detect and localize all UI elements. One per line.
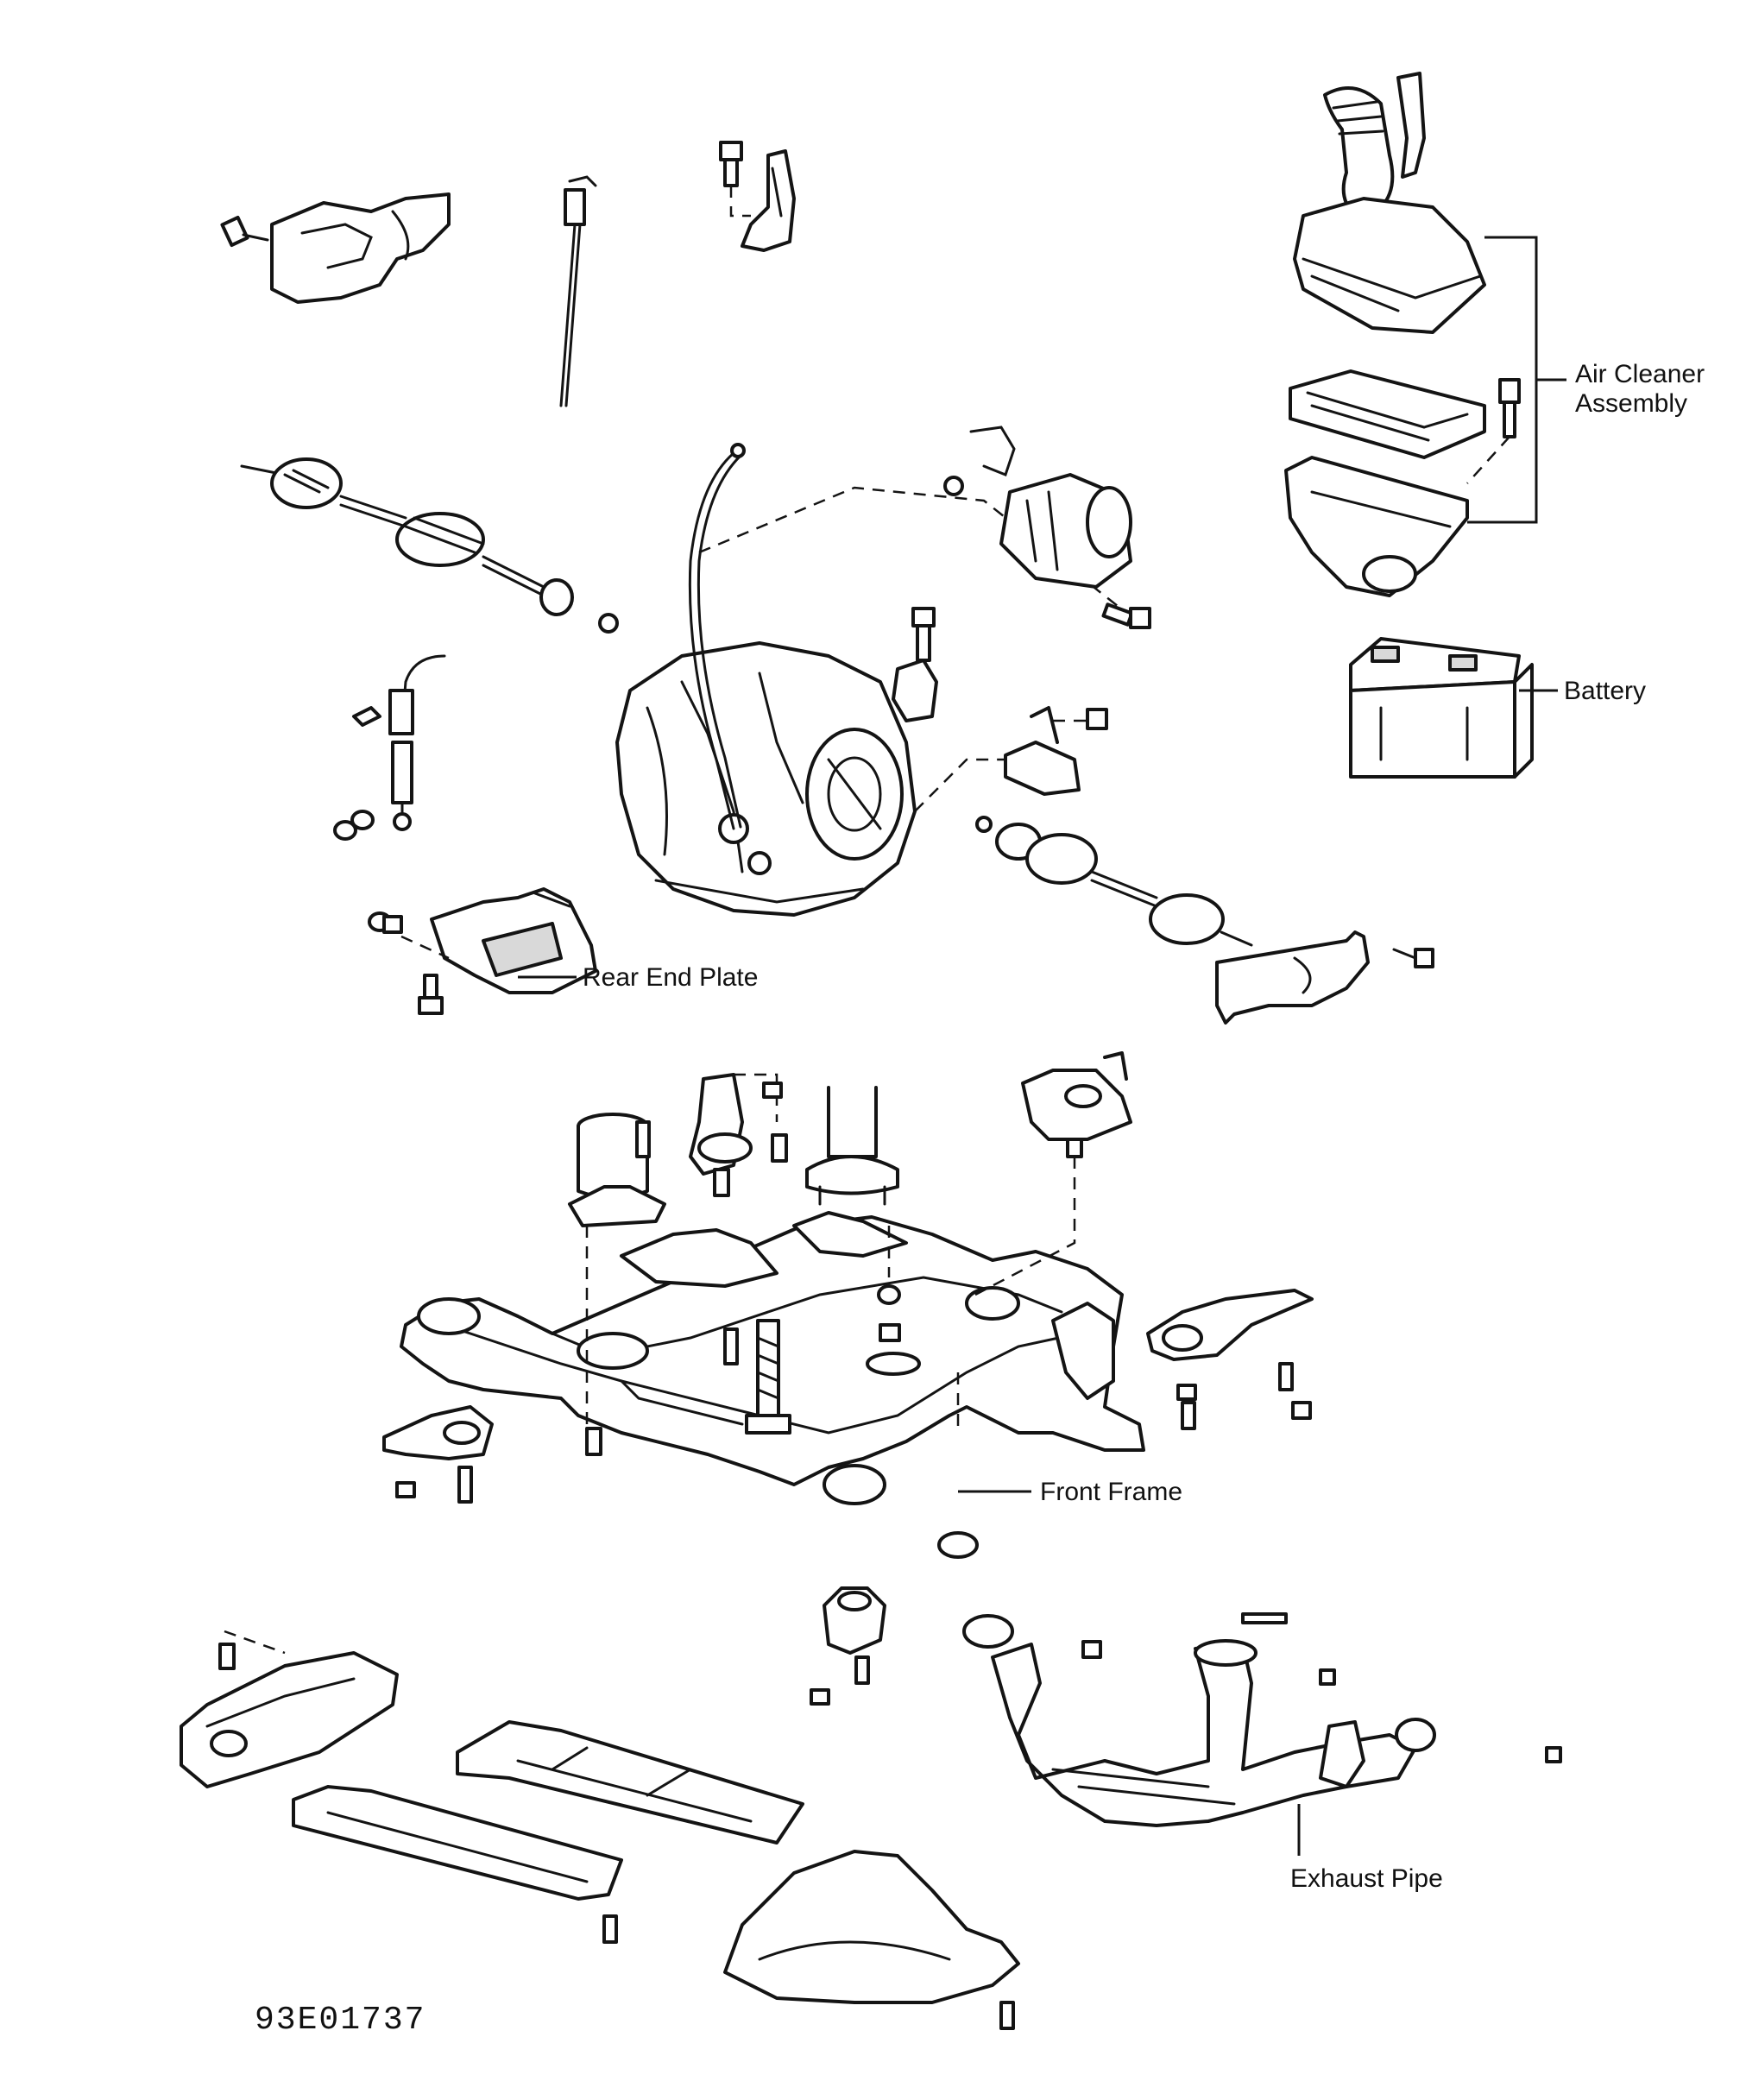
engine-mount-right (1021, 1051, 1132, 1158)
exhaust-pipe-label: Exhaust Pipe (1290, 1864, 1443, 1893)
battery-label: Battery (1564, 677, 1646, 705)
battery (1349, 637, 1534, 779)
mount-to-transaxle-guide (914, 758, 1010, 812)
rear-end-plate-bolts (368, 911, 450, 1015)
starter-bolt (1101, 602, 1151, 629)
air-cleaner-bracket-line (1467, 236, 1566, 524)
cover-plate-bolt (220, 215, 269, 248)
air-cleaner-element (1289, 369, 1486, 459)
right-side-cover-plate (1215, 930, 1370, 1025)
right-cover-bolt (1392, 948, 1434, 968)
transaxle-assembly (615, 641, 917, 917)
right-drive-shaft (975, 816, 1253, 947)
dipstick (559, 175, 597, 407)
engine-bracket-top (741, 149, 796, 252)
air-cleaner-bolt (1466, 378, 1521, 484)
left-side-cover-plate (270, 192, 451, 304)
front-under-cover (292, 1785, 623, 1944)
lower-arm-right (1146, 1289, 1314, 1361)
air-cleaner-label-line2: Assembly (1575, 389, 1687, 418)
engine-mount-left (568, 1113, 666, 1227)
transaxle-control-cable (688, 443, 746, 830)
engine-mount-bracket-rear (689, 1073, 788, 1197)
starter-motor (943, 426, 1132, 589)
right-splash-shield (723, 1850, 1020, 2030)
air-intake-hose (1323, 72, 1426, 218)
bracket-bolt (719, 141, 751, 218)
steering-damper (723, 1319, 791, 1435)
air-cleaner-upper-case (1293, 197, 1486, 334)
transaxle-mount-bracket-small (892, 607, 938, 722)
front-frame-label: Front Frame (1040, 1478, 1182, 1506)
left-splash-shield (180, 1630, 399, 1788)
engine-mount-center-column (805, 1086, 899, 1206)
lower-arm-left (382, 1405, 494, 1460)
figure-code: 93E01737 (255, 2002, 425, 2039)
rear-end-plate (430, 887, 597, 994)
transaxle-mount-bracket-right (1004, 706, 1108, 796)
starter-to-transaxle-guide (698, 486, 1127, 614)
exhaust-pipe (962, 1612, 1562, 1827)
center-under-cover (456, 1720, 804, 1845)
air-cleaner-label: Air Cleaner (1575, 360, 1705, 388)
left-drive-shaft (240, 457, 619, 634)
frame-guide-lines (585, 1157, 1076, 1433)
rear-end-plate-label: Rear End Plate (583, 963, 758, 992)
frame-fasteners (395, 1323, 1312, 1504)
shift-control-cable (333, 654, 446, 841)
center-mount-lower (810, 1586, 886, 1706)
air-cleaner-lower-case (1284, 456, 1469, 597)
